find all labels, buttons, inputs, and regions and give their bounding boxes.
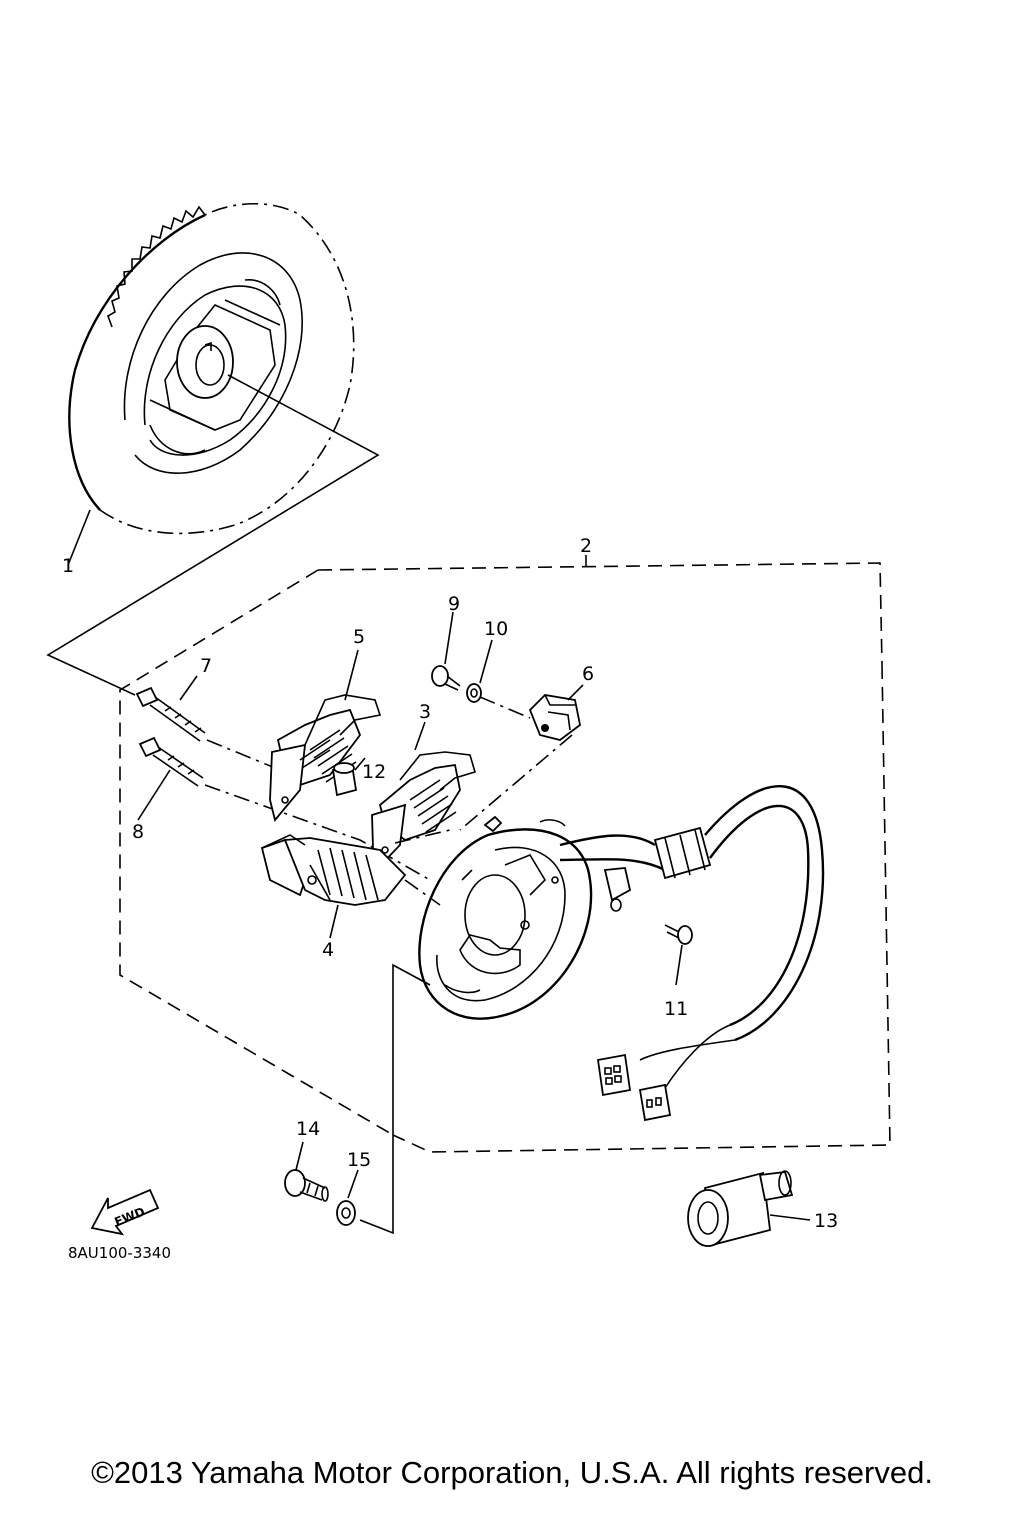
callout-14: 14 [296,1118,320,1140]
lead-clamp[interactable] [603,867,632,912]
collar-12[interactable] [331,762,358,797]
callout-6: 6 [582,663,594,685]
coil-5[interactable] [269,694,382,822]
callout-10: 10 [484,618,508,640]
callout-9: 9 [448,593,460,615]
wire-harness [559,785,825,1089]
rotor-assembly[interactable] [68,203,355,535]
stator-assembly-outline [119,555,891,1153]
screw-11[interactable] [664,924,693,945]
callout-2: 2 [580,535,592,557]
callout-8: 8 [132,821,144,843]
bolt-8[interactable] [138,736,204,787]
connector-4-pin[interactable] [596,1053,632,1097]
callout-3: 3 [419,701,431,723]
callout-15: 15 [347,1149,371,1171]
screw-9[interactable] [431,665,461,691]
stator-base-plate[interactable] [418,815,593,1020]
callout-4: 4 [322,939,334,961]
sleeve-13[interactable] [687,1170,794,1247]
copyright-notice: ©2013 Yamaha Motor Corporation, U.S.A. A… [91,1455,933,1490]
callout-5: 5 [353,626,365,648]
bolt-7[interactable] [135,686,206,742]
screw-14[interactable] [284,1169,329,1202]
diagram-code: 8AU100-3340 [68,1244,171,1262]
connector-2-pin[interactable] [638,1083,672,1122]
callout-1: 1 [62,555,74,577]
coil-4[interactable] [260,834,407,906]
callout-7: 7 [200,655,212,677]
pickup-coil-6[interactable] [528,694,581,741]
callout-13: 13 [814,1210,838,1232]
coil-3[interactable] [371,751,476,870]
callout-11: 11 [664,998,688,1020]
callout-12: 12 [362,761,386,783]
washer-15[interactable] [336,1200,356,1226]
washer-10[interactable] [466,683,482,703]
forward-arrow-icon: FWD [90,1188,160,1236]
